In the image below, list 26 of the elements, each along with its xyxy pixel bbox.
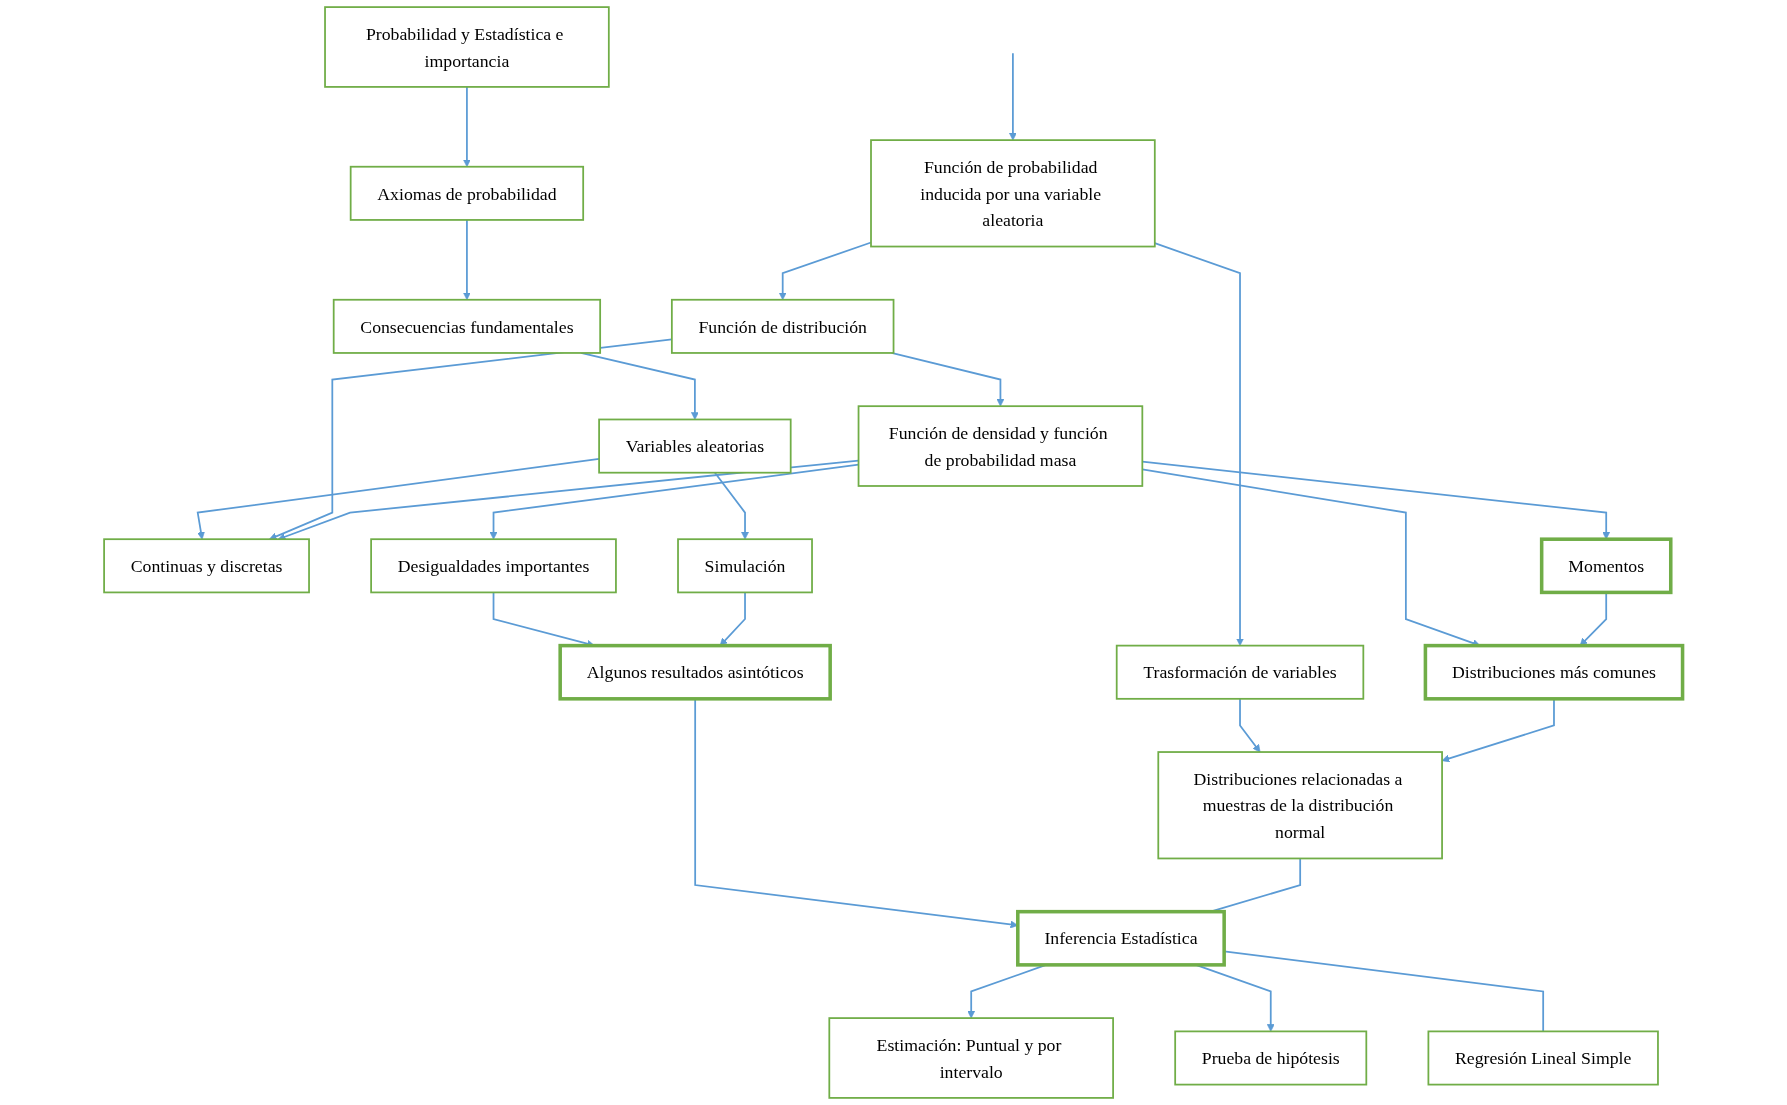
node-box: Inferencia Estadística: [1016, 909, 1227, 967]
node-box: Estimación: Puntual y por intervalo: [828, 1017, 1115, 1099]
arrow: [463, 219, 471, 301]
node-box: Trasformación de variables: [1116, 644, 1365, 700]
node-box: Variables aleatorias: [598, 418, 792, 474]
node-box: Prueba de hipótesis: [1174, 1030, 1368, 1086]
node-box: Algunos resultados asintóticos: [558, 643, 833, 701]
node-box: Simulación: [677, 538, 814, 594]
arrow: [1154, 242, 1245, 646]
node-box: Distribuciones relacionadas a muestras de la distribución normal: [1157, 751, 1444, 860]
node-box: Función de probabilidad inducida por una variable aleatoria: [870, 139, 1156, 248]
arrow: [269, 338, 673, 541]
node-box: Axiomas de probabilidad: [349, 165, 585, 221]
node-box: Continuas y discretas: [103, 538, 311, 594]
node-box: Consecuencias fundamentales: [332, 298, 602, 354]
arrow: [719, 591, 747, 646]
arrow: [1239, 697, 1261, 753]
node-box: Función de densidad y función de probabilidad masa: [857, 405, 1144, 487]
node-box: Distribuciones más comunes: [1423, 643, 1685, 701]
arrow: [1009, 52, 1017, 141]
node-box: Regresión Lineal Simple: [1427, 1030, 1659, 1086]
node-box: Probabilidad y Estadística e importancia: [324, 6, 610, 88]
node-box: Función de distribución: [671, 298, 895, 354]
node-box: Desigualdades importantes: [370, 538, 617, 594]
node-box: Momentos: [1540, 537, 1673, 595]
arrow: [463, 86, 471, 168]
